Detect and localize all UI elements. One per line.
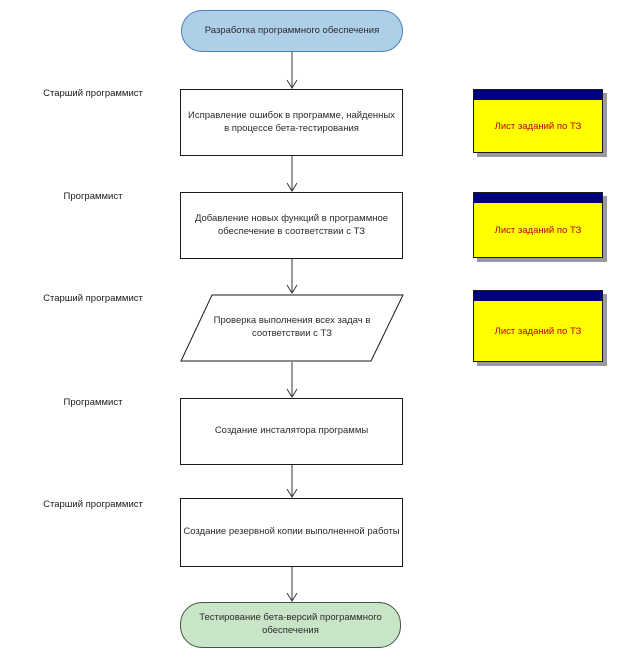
note-title-bar <box>474 291 602 301</box>
parallelogram-node-step-3: Проверка выполнения всех задач в соответ… <box>180 294 404 362</box>
annotation-note-2: Лист заданий по ТЗ <box>473 192 603 258</box>
role-label-step-4: Программист <box>63 397 123 408</box>
note-title-bar <box>474 90 602 100</box>
start-node: Разработка программного обеспечения <box>181 10 403 52</box>
process-node-label: Создание инсталятора программы <box>214 425 369 437</box>
role-label-step-1: Старший программист <box>43 88 143 99</box>
note-text: Лист заданий по ТЗ <box>494 120 582 132</box>
note-text: Лист заданий по ТЗ <box>494 325 582 337</box>
process-node-label: Добавление новых функций в программное о… <box>194 212 389 237</box>
process-node-label: Исправление ошибок в программе, найденны… <box>188 109 395 134</box>
process-node-step-1: Исправление ошибок в программе, найденны… <box>180 89 403 156</box>
process-node-label: Создание резервной копии выполненной раб… <box>183 526 400 538</box>
parallelogram-outline <box>180 294 404 362</box>
process-node-step-2: Добавление новых функций в программное о… <box>180 192 403 259</box>
start-node-label: Разработка программного обеспечения <box>204 24 380 36</box>
annotation-note-3: Лист заданий по ТЗ <box>473 290 603 362</box>
process-node-step-5: Создание резервной копии выполненной раб… <box>180 498 403 567</box>
parallelogram-node-label: Проверка выполнения всех задач в соответ… <box>213 315 371 339</box>
note-title-bar <box>474 193 602 203</box>
annotation-note-1: Лист заданий по ТЗ <box>473 89 603 153</box>
note-text: Лист заданий по ТЗ <box>494 224 582 236</box>
role-label-step-2: Программист <box>63 191 123 202</box>
role-label-step-3: Старший программист <box>43 293 143 304</box>
end-node: Тестирование бета-версий программного об… <box>180 602 401 648</box>
process-node-step-4: Создание инсталятора программы <box>180 398 403 465</box>
end-node-label: Тестирование бета-версий программного об… <box>199 612 382 636</box>
role-label-step-5: Старший программист <box>43 499 143 510</box>
